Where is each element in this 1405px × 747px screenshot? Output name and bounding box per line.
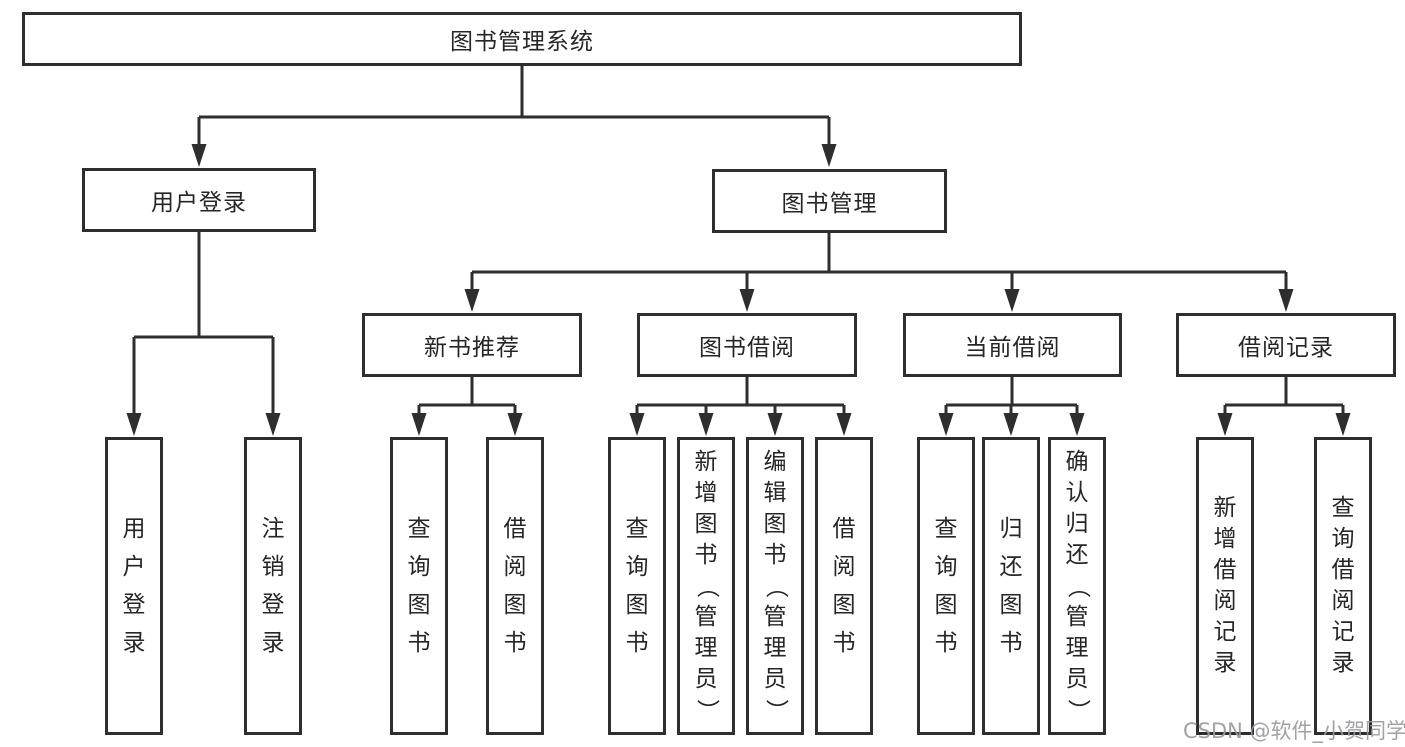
node-leaf-query-borrow-record-label: 查询借阅记录 [1331,495,1355,676]
node-leaf-confirm-return-admin: 确认归还（管理员） [1048,437,1106,735]
node-leaf-return-book-label: 归还图书 [999,516,1023,656]
node-leaf-login-label: 用户登录 [122,516,146,656]
arrowheads [126,144,1351,436]
node-leaf-query-book-borrow-label: 查询图书 [625,516,649,656]
node-new-book-recommend: 新书推荐 [362,313,582,377]
node-root-label: 图书管理系统 [450,29,594,55]
node-leaf-query-book-current-label: 查询图书 [934,516,958,656]
node-leaf-query-borrow-record: 查询借阅记录 [1314,437,1372,735]
node-current-borrow-label: 当前借阅 [964,335,1061,361]
node-leaf-logout-label: 注销登录 [261,516,285,656]
node-leaf-query-book-borrow: 查询图书 [608,437,666,735]
node-book-management: 图书管理 [712,169,947,233]
node-leaf-query-book-recommend-label: 查询图书 [407,516,431,656]
node-leaf-return-book: 归还图书 [982,437,1040,735]
node-leaf-add-borrow-record-label: 新增借阅记录 [1213,495,1237,676]
node-user-login: 用户登录 [82,168,316,232]
node-leaf-edit-book-admin: 编辑图书（管理员） [746,437,804,735]
node-leaf-login: 用户登录 [105,437,163,735]
node-leaf-add-book-admin: 新增图书（管理员） [677,437,735,735]
node-book-borrow: 图书借阅 [637,313,857,377]
node-leaf-borrow-book-recommend: 借阅图书 [486,437,544,735]
node-new-book-recommend-label: 新书推荐 [424,335,520,361]
node-leaf-query-book-current: 查询图书 [917,437,975,735]
node-book-borrow-label: 图书借阅 [699,335,795,361]
node-leaf-add-borrow-record: 新增借阅记录 [1196,437,1254,735]
node-leaf-query-book-recommend: 查询图书 [390,437,448,735]
node-leaf-borrow-book: 借阅图书 [815,437,873,735]
node-leaf-add-book-admin-label: 新增图书（管理员） [693,448,720,722]
node-borrow-records: 借阅记录 [1176,313,1396,377]
node-root-system: 图书管理系统 [22,12,1022,66]
watermark-text: CSDN @软件_小贺同学 [1183,719,1405,743]
node-leaf-borrow-book-recommend-label: 借阅图书 [503,516,527,656]
node-borrow-records-label: 借阅记录 [1238,335,1334,361]
node-leaf-logout: 注销登录 [244,437,302,735]
node-leaf-edit-book-admin-label: 编辑图书（管理员） [762,448,789,722]
node-leaf-borrow-book-label: 借阅图书 [832,516,856,656]
node-book-management-label: 图书管理 [781,191,878,217]
node-user-login-label: 用户登录 [151,190,247,216]
node-leaf-confirm-return-admin-label: 确认归还（管理员） [1064,448,1091,722]
node-current-borrow: 当前借阅 [903,313,1122,377]
